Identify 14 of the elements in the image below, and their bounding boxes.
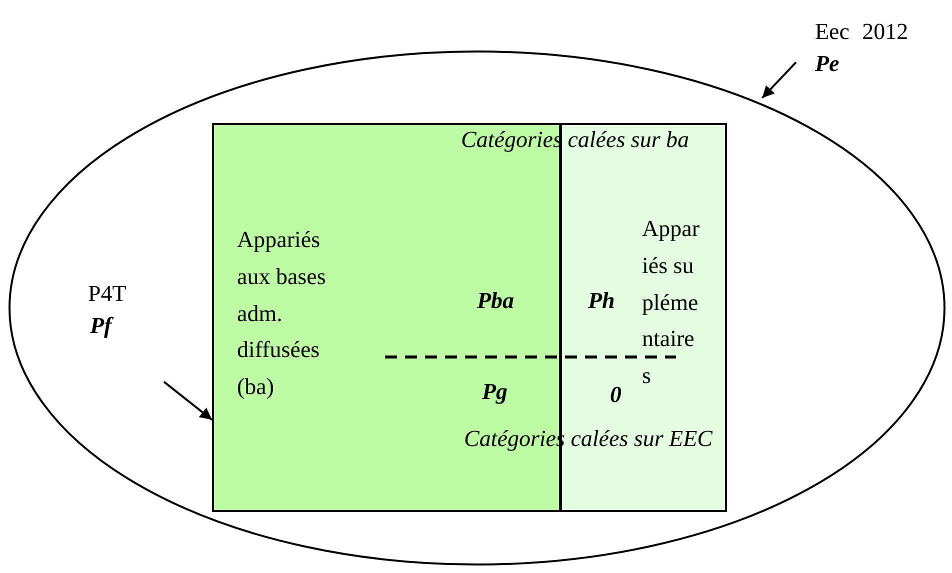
arrow <box>163 381 213 421</box>
node-label: Appariés aux bases adm. diffusées (ba) <box>237 226 327 402</box>
node-label: P4T <box>88 280 126 308</box>
arrow <box>761 62 797 99</box>
area-symbol: Ph <box>588 287 615 314</box>
node-symbol: Pe <box>815 50 840 78</box>
region-caption: Catégories calées sur ba <box>461 126 690 154</box>
area-symbol: Pba <box>477 287 514 314</box>
area-symbol: 0 <box>610 381 622 408</box>
ellipse-outline <box>8 50 946 566</box>
node-label: Eec 2012 <box>815 18 908 46</box>
area-symbol: Pg <box>482 378 508 406</box>
node-label: Appariés suplémentaires <box>642 215 700 390</box>
node-symbol: Pf <box>90 312 112 340</box>
